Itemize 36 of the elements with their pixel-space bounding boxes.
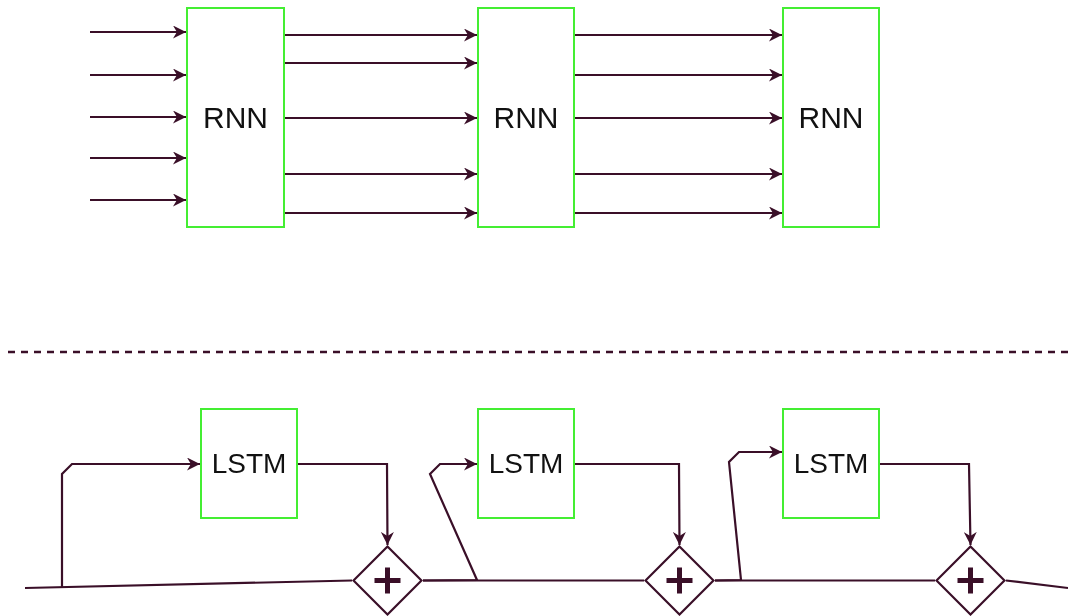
- arrow: [90, 110, 186, 124]
- arrow: [575, 111, 782, 125]
- arrow: [90, 25, 186, 39]
- arrow: [90, 193, 186, 207]
- arrow: [90, 151, 186, 165]
- arrow: [714, 445, 782, 582]
- process-box: [186, 7, 285, 228]
- arrow: [423, 457, 479, 582]
- arrow: [285, 167, 477, 181]
- arrow: [575, 206, 782, 220]
- process-box: [782, 408, 880, 519]
- arrow: [285, 28, 477, 42]
- arrow: [880, 462, 977, 546]
- node-label: RNN: [798, 100, 864, 135]
- process-box: [200, 408, 298, 519]
- arrow: [60, 457, 200, 587]
- sum-diamond: [644, 545, 715, 616]
- sum-diamond: [352, 545, 423, 616]
- node-label: RNN: [203, 100, 268, 135]
- arrow: [575, 167, 782, 181]
- arrow: [298, 462, 394, 545]
- node-label: RNN: [493, 100, 559, 135]
- arrow: [575, 462, 686, 545]
- process-box: [782, 7, 880, 228]
- arrow: [285, 206, 477, 220]
- node-label: LSTM: [488, 447, 564, 480]
- arrow: [285, 111, 477, 125]
- node-label: LSTM: [211, 447, 287, 480]
- arrow: [575, 68, 782, 82]
- arrow: [285, 56, 477, 70]
- arrow: [575, 28, 782, 42]
- node-label: LSTM: [793, 447, 869, 480]
- sum-diamond: [935, 545, 1006, 616]
- process-box: [477, 408, 575, 519]
- process-box: [477, 7, 575, 228]
- arrow: [90, 68, 186, 82]
